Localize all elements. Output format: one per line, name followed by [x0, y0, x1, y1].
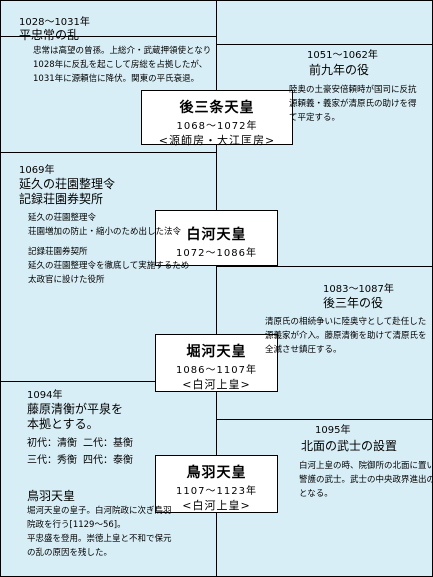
- event-description: 陸奥の土豪安倍頼時が国司に反抗 源頼義・義家が清原氏の助けを得 て平定する。: [289, 85, 417, 123]
- connector-left-1: [1, 36, 217, 37]
- event-title: 延久の荘園整理令: [19, 177, 116, 191]
- event-description: 堀河天皇の皇子。白河院政に次ぎ鳥羽 院政を行う[1129〜56]。 平忠盛を登用…: [27, 506, 172, 558]
- emperor-cloister: <白河上皇>: [182, 378, 251, 391]
- event-date: 1094年: [27, 390, 63, 401]
- event-date: 1069年: [19, 165, 55, 176]
- emperor-cloister: <白河上皇>: [182, 499, 251, 512]
- event-title: 前九年の役: [309, 63, 370, 77]
- emperor-name: 堀河天皇: [186, 344, 247, 360]
- emperor-years: 1086〜1107年: [176, 365, 257, 376]
- emperor-advisors: <源師房・大江匡房>: [158, 134, 276, 147]
- connector-right-3: [216, 419, 432, 420]
- emperor-years: 1068〜1072年: [176, 121, 258, 132]
- event-title: 記録荘園券契所: [19, 192, 104, 206]
- event-description: 延久の荘園整理令 荘園増加の防止・縮小のため出した法令 記録荘園券契所 延久の荘…: [28, 213, 190, 285]
- emperor-name: 鳥羽天皇: [186, 465, 247, 481]
- event-description: 白河上皇の時、院御所の北面に置いた院 警護の武士。武士の中央政界進出の足場 とな…: [299, 461, 432, 499]
- event-title: 北面の武士の設置: [301, 439, 398, 453]
- emperor-box-toba: 鳥羽天皇 1107〜1123年 <白河上皇>: [155, 455, 278, 513]
- event-description: 忠常は高望の曾孫。上総介・武蔵押領使となり 1028年に反乱を起こして房総を占拠…: [33, 46, 212, 84]
- event-date: 1028〜1031年: [19, 17, 90, 28]
- emperor-box-shirakawa: 白河天皇 1072〜1086年: [155, 210, 278, 266]
- emperor-years: 1072〜1086年: [176, 248, 257, 259]
- connector-left-3: [1, 381, 217, 382]
- event-title: 平忠常の乱: [19, 28, 80, 42]
- timeline-axis: [216, 1, 217, 576]
- emperor-box-gosanjo: 後三条天皇 1068〜1072年 <源師房・大江匡房>: [141, 90, 293, 147]
- emperor-name: 後三条天皇: [179, 100, 255, 116]
- connector-right-2: [216, 266, 432, 267]
- event-title: 後三年の役: [323, 296, 384, 310]
- emperor-years: 1107〜1123年: [176, 486, 257, 497]
- event-description: 清原氏の相続争いに陸奥守として赴任した 源義家が介入。藤原清衡を助けて清原氏を …: [265, 317, 427, 355]
- event-title: 鳥羽天皇: [27, 489, 76, 503]
- connector-right-1: [216, 44, 432, 45]
- event-date: 1095年: [315, 425, 351, 436]
- event-date: 1083〜1087年: [323, 284, 394, 295]
- emperor-box-horikawa: 堀河天皇 1086〜1107年 <白河上皇>: [155, 334, 278, 392]
- connector-left-2: [1, 152, 217, 153]
- event-title: 藤原清衡が平泉を: [27, 402, 124, 416]
- event-title: 本拠とする。: [27, 417, 99, 431]
- fujiwara-generations: 初代：清衡二代：基衡 三代：秀衡四代：泰衡: [27, 438, 133, 466]
- emperor-name: 白河天皇: [186, 227, 247, 243]
- event-date: 1051〜1062年: [307, 50, 378, 61]
